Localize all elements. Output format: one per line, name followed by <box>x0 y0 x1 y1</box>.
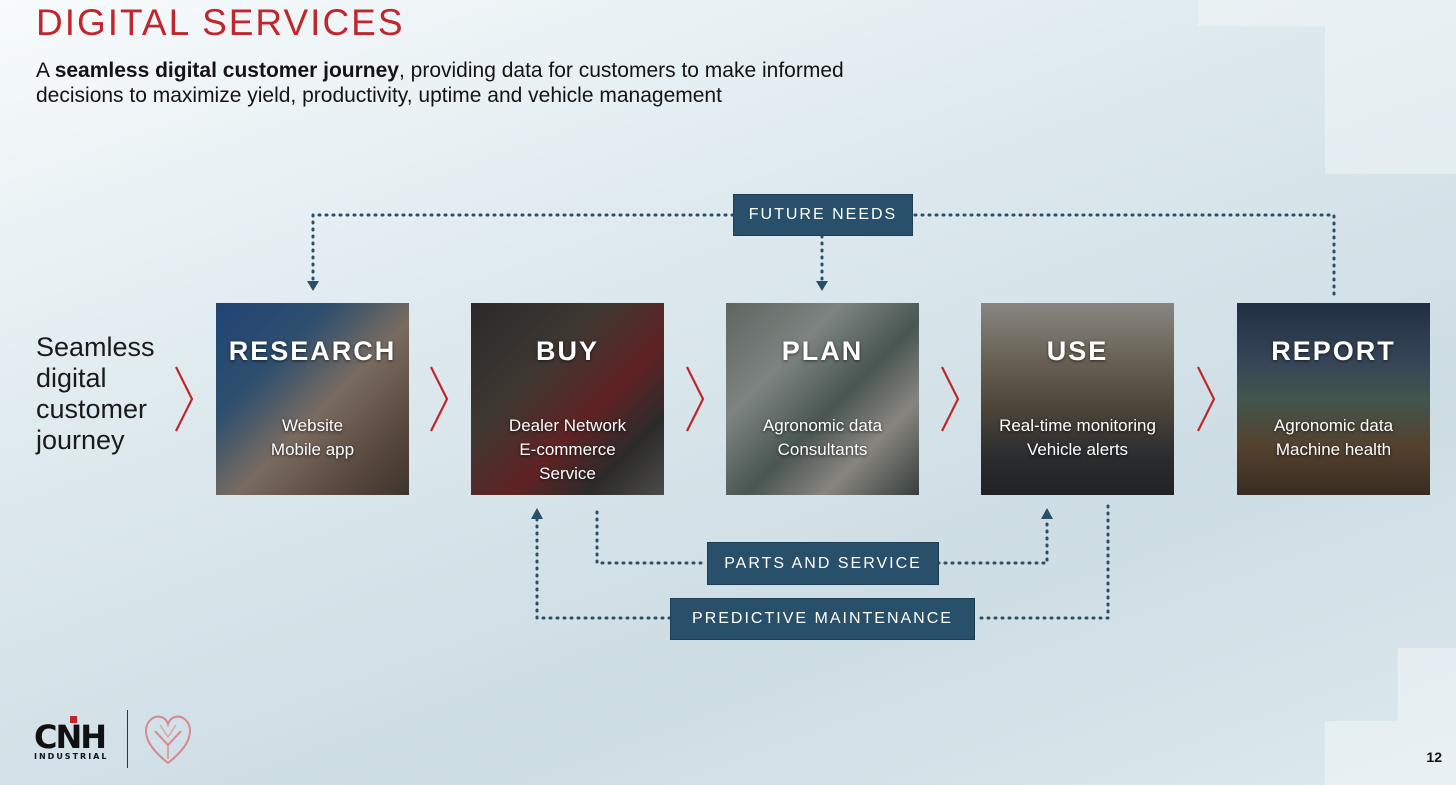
predictive-maintenance-connector <box>535 516 672 620</box>
step-item: Agronomic data <box>762 416 883 435</box>
arrowhead-icon <box>307 281 319 291</box>
step-title: RESEARCH <box>228 336 397 366</box>
parts-service-connector <box>936 516 1049 565</box>
step-item: Website <box>281 416 344 435</box>
future-needs-connector <box>311 213 735 284</box>
page-number: 12 <box>1426 749 1442 765</box>
step-use: USE Real-time monitoring Vehicle alerts <box>981 303 1174 495</box>
step-item: Machine health <box>1275 440 1392 459</box>
step-items: Agronomic data Consultants <box>726 414 919 462</box>
arrowhead-icon <box>1041 508 1053 519</box>
step-item: Vehicle alerts <box>1026 440 1129 459</box>
background-decoration <box>1325 26 1456 174</box>
step-title: REPORT <box>1271 336 1396 366</box>
parts-service-connector <box>595 510 709 565</box>
plan-photo <box>726 303 919 495</box>
step-item: Mobile app <box>270 440 355 459</box>
report-photo <box>1237 303 1430 495</box>
journey-label: Seamless digital customer journey <box>36 332 155 455</box>
predictive-maintenance-connector <box>973 504 1110 620</box>
background-decoration <box>1398 648 1456 721</box>
chevron-right-icon <box>1197 366 1216 432</box>
background-decoration <box>1325 721 1456 785</box>
chevron-right-icon <box>686 366 705 432</box>
step-items: Website Mobile app <box>216 414 409 462</box>
step-plan: PLAN Agronomic data Consultants <box>726 303 919 495</box>
step-items: Agronomic data Machine health <box>1237 414 1430 462</box>
logo-divider <box>127 710 128 768</box>
step-item: Service <box>539 464 596 483</box>
page-title: DIGITAL SERVICES <box>36 2 405 43</box>
step-buy: BUY Dealer Network E-commerce Service <box>471 303 664 495</box>
step-title: BUY <box>535 336 599 366</box>
predictive-maintenance-label: PREDICTIVE MAINTENANCE <box>670 598 975 640</box>
use-photo <box>981 303 1174 495</box>
cnh-logo: CNH INDUSTRIAL <box>34 720 114 761</box>
future-needs-connector <box>910 213 1336 296</box>
heart-emblem-icon <box>144 715 192 765</box>
step-research: RESEARCH Website Mobile app <box>216 303 409 495</box>
step-item: E-commerce <box>519 440 616 459</box>
step-items: Real-time monitoring Vehicle alerts <box>981 414 1174 462</box>
future-needs-label: FUTURE NEEDS <box>733 194 913 236</box>
subtitle-rest: , providing data for customers to make i… <box>36 59 844 107</box>
parts-and-service-label: PARTS AND SERVICE <box>707 542 939 585</box>
step-item: Real-time monitoring <box>999 416 1156 435</box>
step-report: REPORT Agronomic data Machine health <box>1237 303 1430 495</box>
step-items: Dealer Network E-commerce Service <box>471 414 664 486</box>
arrowhead-icon <box>531 508 543 519</box>
page-subtitle: A seamless digital customer journey, pro… <box>36 58 896 108</box>
step-item: Consultants <box>777 440 868 459</box>
logo-text: CNH <box>34 718 107 756</box>
subtitle-prefix: A <box>36 59 55 82</box>
step-title: PLAN <box>781 336 864 366</box>
step-title: USE <box>1046 336 1109 366</box>
step-item: Dealer Network <box>508 416 627 435</box>
logo-dot <box>70 716 77 723</box>
logo-subtext: INDUSTRIAL <box>34 752 109 761</box>
subtitle-emphasis: seamless digital customer journey <box>54 59 399 82</box>
arrowhead-icon <box>816 281 828 291</box>
research-photo <box>216 303 409 495</box>
step-item: Agronomic data <box>1273 416 1394 435</box>
chevron-right-icon <box>430 366 449 432</box>
buy-photo <box>471 303 664 495</box>
background-decoration <box>1198 0 1456 26</box>
chevron-right-icon <box>941 366 960 432</box>
chevron-right-icon <box>175 366 194 432</box>
